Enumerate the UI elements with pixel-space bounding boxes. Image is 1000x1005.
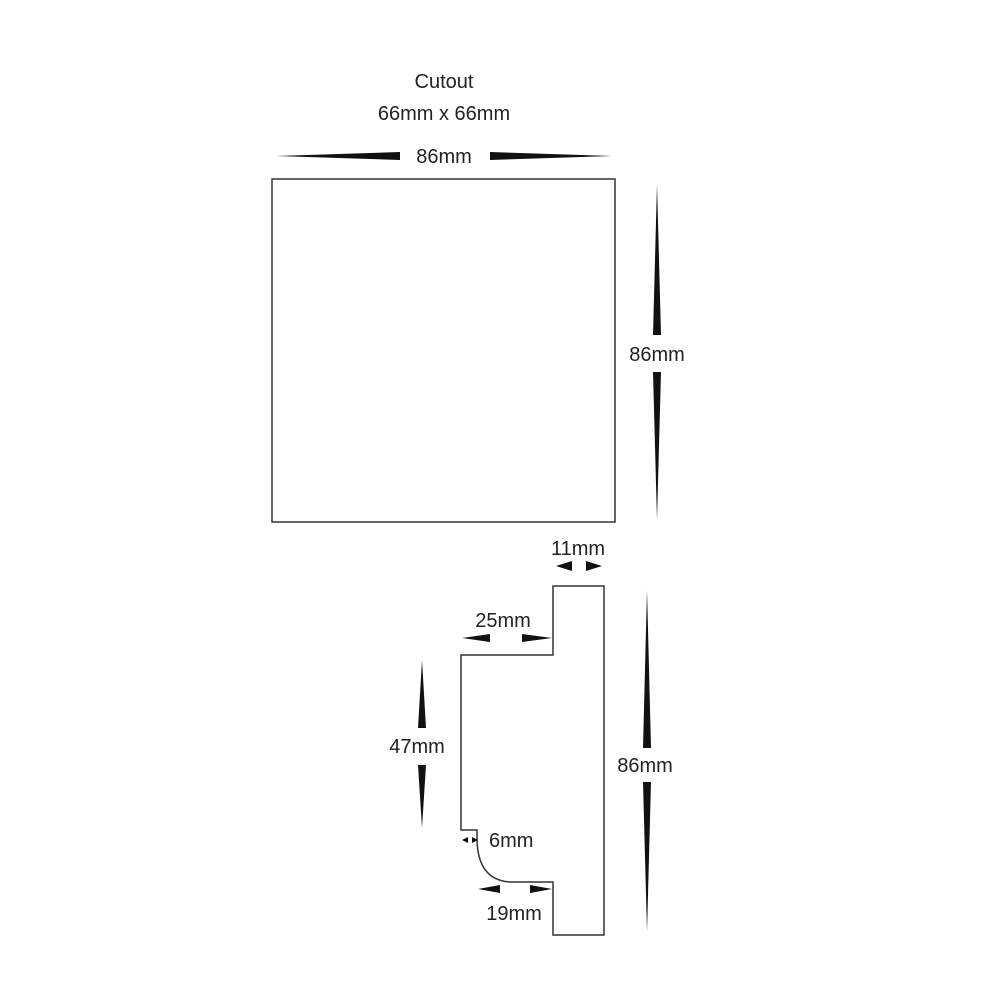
lower-step-arrow-right xyxy=(530,885,552,893)
middle-height-dimension: 47mm xyxy=(389,660,445,828)
side-height-label: 86mm xyxy=(617,755,673,777)
top-depth-arrow-left-b xyxy=(556,566,572,571)
front-view-square xyxy=(271,178,616,523)
front-height-dimension: 86mm xyxy=(629,184,685,520)
front-width-dimension: 86mm xyxy=(276,146,612,168)
lower-notch-arrow-left xyxy=(462,837,468,843)
upper-step-label: 25mm xyxy=(475,610,531,632)
lower-step-label: 19mm xyxy=(486,903,542,925)
height-arrow-bottom xyxy=(653,372,661,520)
front-height-label: 86mm xyxy=(629,344,685,366)
upper-step-arrow-right xyxy=(522,634,552,642)
height-arrow-top xyxy=(653,184,661,335)
side-height-arrow-top xyxy=(643,590,651,748)
upper-step-arrow-left xyxy=(462,634,490,642)
top-depth-arrow-right-b xyxy=(586,566,602,571)
cutout-title: Cutout xyxy=(415,71,474,93)
lower-notch-dimension: 6mm xyxy=(462,830,533,852)
upper-step-dimension: 25mm xyxy=(462,610,552,642)
lower-notch-label: 6mm xyxy=(489,830,533,852)
side-height-arrow-bottom xyxy=(643,782,651,932)
top-depth-label: 11mm xyxy=(551,538,605,560)
lower-notch-arrow-right xyxy=(472,837,478,843)
lower-step-dimension: 19mm xyxy=(478,885,552,925)
side-profile-outline xyxy=(460,585,605,936)
cutout-size: 66mm x 66mm xyxy=(378,103,510,125)
top-depth-arrow-left xyxy=(556,561,572,566)
middle-height-arrow-bottom xyxy=(418,765,426,828)
side-height-dimension: 86mm xyxy=(617,590,673,932)
front-width-label: 86mm xyxy=(416,146,472,168)
top-depth-dimension: 11mm xyxy=(551,538,605,571)
lower-step-arrow-left xyxy=(478,885,500,893)
width-arrow-left xyxy=(276,152,400,160)
middle-height-label: 47mm xyxy=(389,736,445,758)
middle-height-arrow-top xyxy=(418,660,426,728)
top-depth-arrow-right xyxy=(586,561,602,566)
width-arrow-right xyxy=(490,152,612,160)
